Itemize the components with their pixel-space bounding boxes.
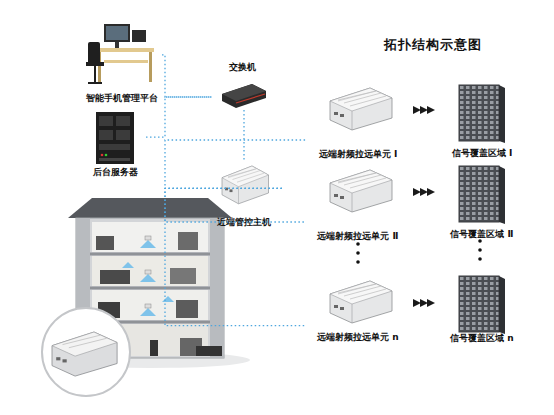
remote-unit-node: 远端射频拉远单元 n [306, 279, 410, 343]
host-unit-icon [222, 166, 269, 204]
connector [165, 188, 306, 325]
platform-node: 智能手机管理平台 [82, 22, 162, 104]
arrow-head [413, 299, 421, 307]
device-inset [42, 308, 130, 396]
connector [146, 97, 212, 137]
node-label: 后台服务器 [93, 167, 138, 178]
coverage-building-icon [459, 85, 505, 143]
coverage-area-node: 信号覆盖区域 Ⅰ [438, 83, 526, 159]
connector [162, 55, 212, 97]
node-label: 远端射频拉远单元 Ⅰ [319, 149, 397, 160]
server-node: 后台服务器 [84, 110, 146, 178]
dotted-link [146, 97, 212, 137]
arrow-head [420, 106, 428, 114]
remote-unit-node: 远端射频拉远单元 Ⅰ [306, 86, 410, 160]
dotted-link [165, 188, 306, 325]
dotted-link [165, 140, 306, 188]
arrow-head [427, 188, 435, 196]
switch-node: 交换机 [212, 62, 272, 110]
connector [244, 110, 245, 162]
workstation-icon [86, 24, 154, 83]
connector [165, 188, 306, 222]
coverage-area-node: 信号覆盖区域 Ⅱ [438, 164, 526, 240]
node-label: 交换机 [229, 62, 256, 73]
dotted-link [165, 188, 306, 222]
dotted-link [243, 110, 244, 162]
remote-unit-node: 远端射频拉远单元 Ⅱ [306, 168, 410, 242]
coverage-building-icon [459, 166, 505, 224]
node-label: 信号覆盖区域 n [450, 333, 514, 344]
coverage-area-node: 信号覆盖区域 n [438, 274, 526, 344]
connector [413, 106, 435, 114]
remote-unit-icon [330, 170, 392, 212]
host-node: 近端管控主机 [206, 162, 282, 228]
connector [413, 299, 435, 307]
connector [413, 188, 435, 196]
diagram-title: 拓扑结构示意图 [384, 37, 534, 54]
arrow-head [420, 299, 428, 307]
remote-unit-icon [330, 281, 392, 323]
arrow-head [427, 299, 435, 307]
node-label: 信号覆盖区域 Ⅱ [450, 229, 513, 240]
arrow-head [413, 188, 421, 196]
node-label: 信号覆盖区域 Ⅰ [452, 148, 512, 159]
arrow-head [413, 106, 421, 114]
connector [165, 140, 306, 188]
node-label: 智能手机管理平台 [86, 93, 158, 104]
arrow-head [420, 188, 428, 196]
switch-icon [222, 84, 266, 108]
arrow-head [427, 106, 435, 114]
coverage-building-icon [459, 276, 505, 334]
ellipsis-dots [356, 239, 482, 264]
node-label: 近端管控主机 [217, 217, 271, 228]
server-icon [96, 112, 134, 164]
node-label: 远端射频拉远单元 n [317, 332, 399, 343]
dotted-link [162, 55, 212, 97]
node-label: 远端射频拉远单元 Ⅱ [317, 231, 398, 242]
remote-unit-icon [330, 88, 392, 130]
